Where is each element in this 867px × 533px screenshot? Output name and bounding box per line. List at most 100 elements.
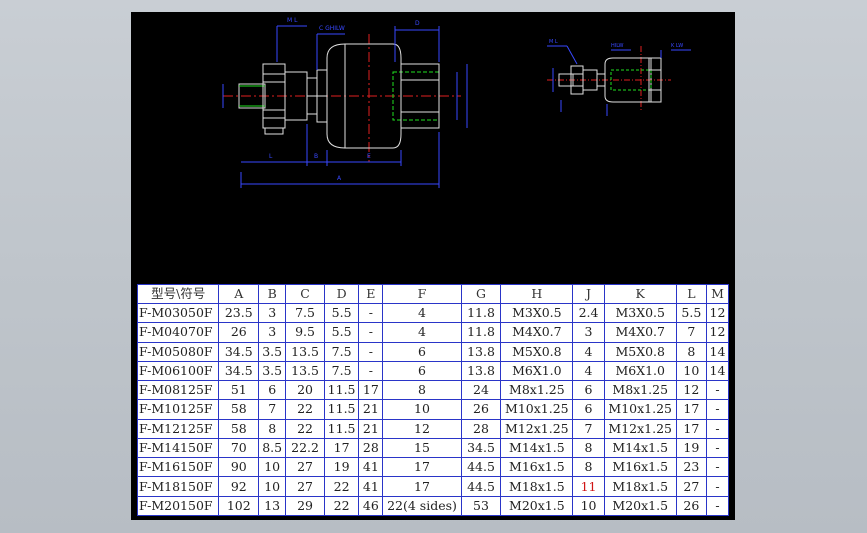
value-cell: 4 [382,302,462,324]
model-cell: F-M04070F [136,322,220,343]
value-cell: 22 [285,399,325,420]
svg-text:D: D [415,20,420,27]
value-cell: 20 [285,380,325,401]
value-cell: 11.5 [323,399,360,420]
value-cell: 22 [323,476,360,497]
header-col-e: E [358,284,384,304]
value-cell: - [358,302,384,324]
value-cell: 6 [382,341,462,362]
value-cell: 24 [460,380,502,401]
value-cell: M18x1.5 [603,476,677,497]
svg-text:C GHILW: C GHILW [319,25,345,32]
value-cell: 4 [572,360,605,382]
svg-text:L: L [269,153,273,160]
value-cell: 12 [382,418,462,439]
value-cell: 23 [675,457,708,478]
value-cell: 13.5 [285,341,325,362]
svg-text:M L: M L [549,39,558,45]
value-cell: 26 [460,399,502,420]
value-cell: 34.5 [218,360,260,382]
value-cell: M14x1.5 [603,437,677,459]
value-cell: 11.8 [460,322,502,343]
value-cell: 19 [675,437,708,459]
value-cell: 11.5 [323,418,360,439]
value-cell: 27 [285,457,325,478]
svg-text:K LW: K LW [671,43,683,49]
value-cell: 17 [323,437,360,459]
header-col-l: L [675,284,708,304]
value-cell: 12 [675,380,708,401]
value-cell: 8 [675,341,708,362]
value-cell: 27 [285,476,325,497]
value-cell: 12 [706,302,729,324]
value-cell: M16x1.5 [500,457,574,478]
value-cell: 26 [218,322,260,343]
value-cell: M10x1.25 [500,399,574,420]
value-cell: M6X1.0 [500,360,574,382]
value-cell: 14 [706,360,729,382]
value-cell: 34.5 [460,437,502,459]
value-cell: 4 [382,322,462,343]
value-cell: 3.5 [258,341,287,362]
value-cell: - [706,476,729,497]
header-model-symbol: 型号\符号 [136,284,220,304]
value-cell: 17 [382,457,462,478]
value-cell: 26 [675,495,708,517]
model-cell: F-M18150F [136,476,220,497]
value-cell: 17 [382,476,462,497]
value-cell: 41 [358,457,384,478]
header-col-g: G [460,284,502,304]
value-cell: 5.5 [323,302,360,324]
value-cell: 10 [258,457,287,478]
value-cell: 6 [258,380,287,401]
value-cell: - [706,399,729,420]
value-cell: 92 [218,476,260,497]
value-cell: - [358,341,384,362]
value-cell: 9.5 [285,322,325,343]
svg-text:B: B [314,153,318,160]
value-cell: 70 [218,437,260,459]
value-cell: 11.5 [323,380,360,401]
value-cell: 10 [572,495,605,517]
value-cell: 4 [572,341,605,362]
value-cell: 13.5 [285,360,325,382]
value-cell: 8 [382,380,462,401]
model-cell: F-M05080F [136,341,220,362]
value-cell: 53 [460,495,502,517]
value-cell: - [706,418,729,439]
value-cell: M18x1.5 [500,476,574,497]
value-cell: 7 [675,322,708,343]
value-cell: 29 [285,495,325,517]
value-cell: 10 [382,399,462,420]
value-cell: M5X0.8 [500,341,574,362]
value-cell: 14 [706,341,729,362]
model-cell: F-M08125F [136,380,220,401]
value-cell: 21 [358,399,384,420]
value-cell: 22 [323,495,360,517]
svg-text:HILW: HILW [611,43,624,49]
technical-drawing: A L B E D M L C GHILW [222,17,691,188]
value-cell: 6 [382,360,462,382]
value-cell: 7 [258,399,287,420]
value-cell: 51 [218,380,260,401]
value-cell: 90 [218,457,260,478]
header-col-b: B [258,284,287,304]
value-cell: 41 [358,476,384,497]
value-cell: 8 [572,437,605,459]
header-col-h: H [500,284,574,304]
value-cell: 5.5 [323,322,360,343]
value-cell: 17 [675,399,708,420]
value-cell: 3 [258,322,287,343]
value-cell: 8 [572,457,605,478]
value-cell: 28 [460,418,502,439]
value-cell: 34.5 [218,341,260,362]
value-cell: M8x1.25 [603,380,677,401]
